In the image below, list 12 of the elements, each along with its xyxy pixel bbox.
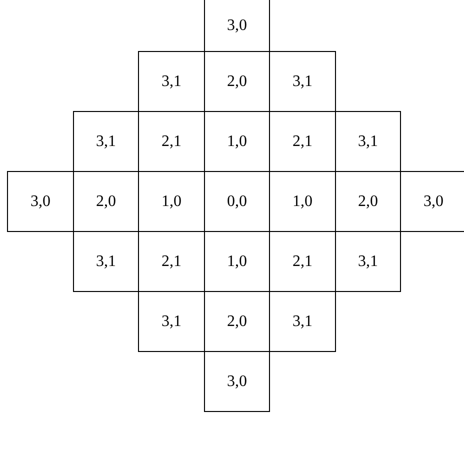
grid-cell: 3,0 [204, 351, 270, 412]
grid-cell: 3,1 [138, 291, 205, 352]
grid-cell: 3,0 [204, 0, 270, 52]
grid-cell: 3,1 [269, 51, 336, 112]
grid-cell: 3,1 [335, 111, 401, 172]
grid-cell: 3,1 [138, 51, 205, 112]
grid-cell: 3,1 [73, 231, 139, 292]
grid-cell: 3,1 [269, 291, 336, 352]
grid-cell: 3,0 [7, 171, 74, 232]
grid-cell: 3,0 [400, 171, 464, 232]
grid-cell: 3,1 [73, 111, 139, 172]
grid-cell: 3,1 [335, 231, 401, 292]
